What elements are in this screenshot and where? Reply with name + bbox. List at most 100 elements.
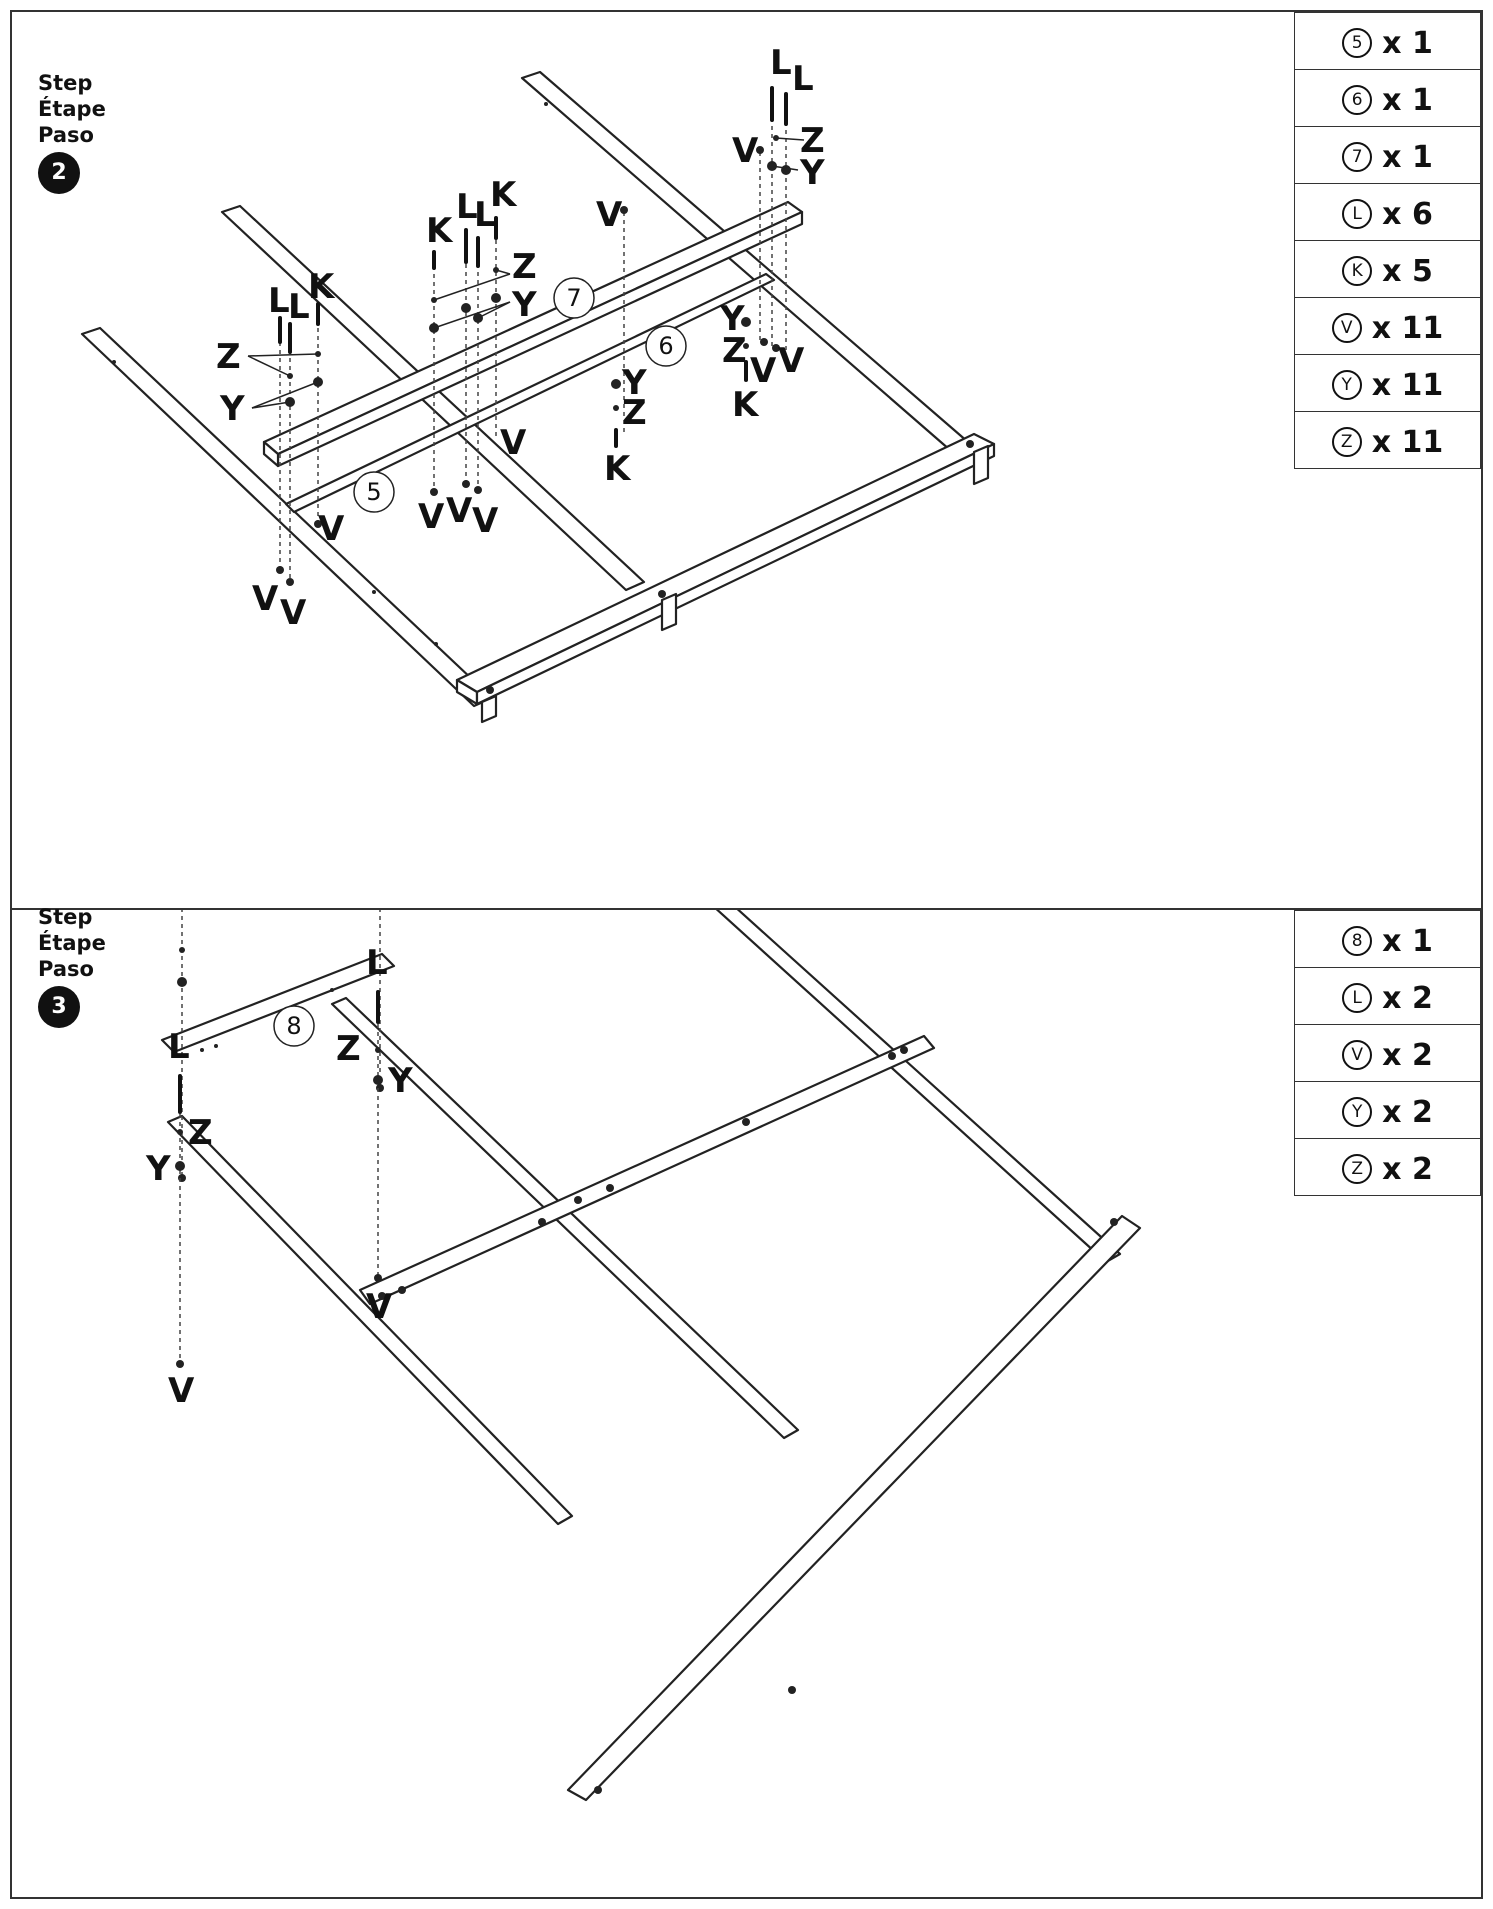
- step-2-heading: Step Étape Paso 2: [38, 70, 106, 194]
- hw-label-V: V: [778, 341, 805, 381]
- hw-label-Z: Z: [336, 1029, 361, 1069]
- parts-row: 8 x 1: [1294, 910, 1481, 968]
- middle-cross-beam: [358, 1034, 936, 1306]
- hw-label-Y: Y: [145, 1149, 171, 1189]
- hw-label-V: V: [500, 423, 527, 463]
- part-5-marker: [353, 471, 395, 513]
- part-quantity: x 6: [1382, 196, 1433, 232]
- hw-label-V: V: [732, 131, 759, 171]
- middle-long-rail: [330, 996, 800, 1440]
- step-3-diagram: 8: [160, 910, 1142, 1802]
- hw-label-K: K: [426, 211, 454, 251]
- part-quantity: x 2: [1382, 980, 1433, 1016]
- step-number-badge: 2: [38, 152, 80, 194]
- hw-label-V: V: [750, 351, 777, 391]
- parts-cell: 5 x 1: [1294, 12, 1481, 70]
- step-label-en: Step: [38, 905, 93, 929]
- part-quantity: x 11: [1371, 310, 1444, 346]
- part-id-circle: Z: [1342, 1154, 1373, 1185]
- part-id-circle: 5: [1342, 28, 1373, 59]
- leg: [972, 444, 990, 486]
- cross-beam-part-7-side: [262, 440, 280, 468]
- step-2-diagram: 5 6 7 L L K Z Y K L L K Z Y V V V V V V …: [80, 43, 996, 724]
- step-label-fr: Étape: [38, 97, 106, 121]
- part-7-label: 7: [566, 284, 581, 312]
- cross-beam-part-8: [160, 952, 396, 1054]
- hw-label-V: V: [596, 195, 623, 235]
- step-label-es: Paso: [38, 957, 94, 981]
- hw-label-V: V: [472, 501, 499, 541]
- hw-label-V: V: [446, 491, 473, 531]
- part-id-circle: 7: [1342, 142, 1373, 173]
- part-id-circle: L: [1342, 983, 1373, 1014]
- part-quantity: x 2: [1382, 1037, 1433, 1073]
- hw-label-L: L: [268, 281, 290, 321]
- step-label-en: Step: [38, 71, 93, 95]
- part-quantity: x 1: [1382, 25, 1433, 61]
- hw-label-L: L: [792, 59, 814, 99]
- hw-label-K: K: [604, 449, 632, 489]
- part-5-label: 5: [366, 478, 381, 506]
- hw-label-K: K: [490, 175, 518, 215]
- part-8-label: 8: [286, 1012, 301, 1040]
- step-3-hardware-labels: L Z Y V L Z Y V: [145, 943, 413, 1411]
- hw-label-L: L: [770, 43, 792, 83]
- hw-label-V: V: [280, 593, 307, 633]
- hw-label-Y: Y: [511, 285, 537, 325]
- front-cross-beam-face: [475, 442, 996, 706]
- hw-label-V: V: [366, 1287, 393, 1327]
- part-id-circle: V: [1331, 313, 1362, 344]
- part-8-marker: [273, 1005, 315, 1047]
- part-quantity: x 1: [1382, 923, 1433, 959]
- hw-label-Y: Y: [799, 153, 825, 193]
- hw-label-Z: Z: [188, 1113, 213, 1153]
- hw-label-L: L: [288, 287, 310, 327]
- hw-label-Z: Z: [622, 393, 647, 433]
- part-6-marker: [645, 325, 687, 367]
- part-quantity: x 1: [1382, 82, 1433, 118]
- leg: [660, 592, 678, 632]
- part-quantity: x 2: [1382, 1151, 1433, 1187]
- step-label-fr: Étape: [38, 931, 106, 955]
- hw-label-Y: Y: [219, 389, 245, 429]
- parts-cell: 8 x 1: [1294, 910, 1481, 968]
- part-6-label: 6: [658, 332, 673, 360]
- hw-label-L: L: [366, 943, 388, 983]
- hw-label-V: V: [252, 579, 279, 619]
- hw-label-Z: Z: [800, 121, 825, 161]
- hw-label-Z: Z: [216, 337, 241, 377]
- leg: [480, 694, 498, 724]
- hw-label-Z: Z: [722, 331, 747, 371]
- part-id-circle: Y: [1342, 1097, 1373, 1128]
- left-long-rail: [166, 1114, 574, 1526]
- front-cross-beam: [455, 432, 996, 694]
- hw-label-L: L: [456, 187, 478, 227]
- hw-label-Y: Y: [719, 299, 745, 339]
- step-number-badge: 3: [38, 986, 80, 1028]
- part-quantity: x 5: [1382, 253, 1433, 289]
- hw-label-K: K: [732, 385, 760, 425]
- hw-label-K: K: [308, 267, 336, 307]
- part-quantity: x 2: [1382, 1094, 1433, 1130]
- step-3-panel: 8 L Step Étape Paso 3 8x 1Lx 2Vx 2Yx 2Zx…: [10, 905, 1483, 1899]
- part-id-circle: 8: [1342, 926, 1373, 957]
- part-id-circle: Y: [1331, 370, 1362, 401]
- part-7-marker: [553, 277, 595, 319]
- hw-label-L: L: [168, 1027, 190, 1067]
